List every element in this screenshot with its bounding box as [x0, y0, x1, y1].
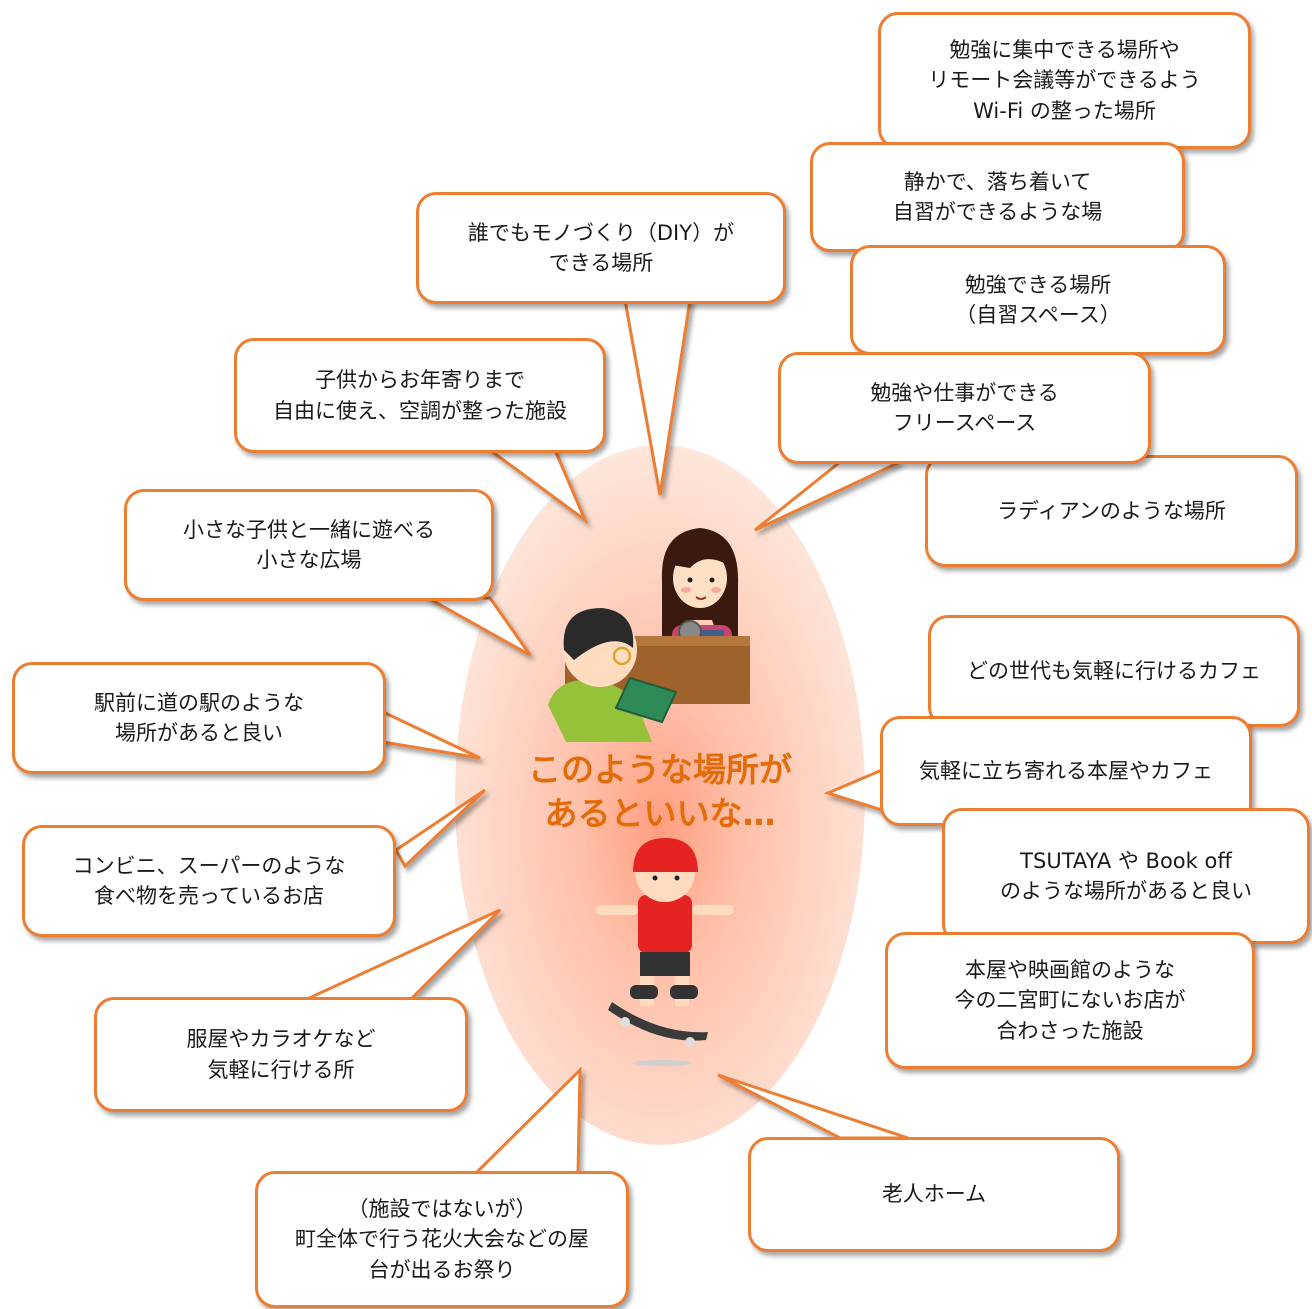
bubble-cafe-all: どの世代も気軽に行けるカフェ	[928, 615, 1300, 727]
center-title: このような場所が あるといいな…	[528, 750, 792, 833]
bubble-elderly: 老人ホーム	[748, 1137, 1120, 1252]
skateboarder-illustration	[596, 838, 734, 1066]
student-illustration	[548, 608, 678, 742]
bubble-clothes: 服屋やカラオケなど 気軽に行ける所	[94, 997, 468, 1112]
tail-all-ages	[485, 448, 589, 525]
center-oval	[455, 445, 865, 1145]
bubble-combined: 本屋や映画館のような 今の二宮町にないお店が 合わさった施設	[885, 932, 1255, 1069]
bubble-tsutaya: TSUTAYA や Book off のような場所があると良い	[942, 808, 1310, 944]
bubble-michinoeki: 駅前に道の駅のような 場所があると良い	[12, 662, 386, 774]
bubble-radian: ラディアンのような場所	[925, 455, 1298, 567]
tail-festival	[471, 1066, 582, 1176]
bubble-all-ages: 子供からお年寄りまで 自由に使え、空調が整った施設	[234, 338, 606, 453]
bubble-convenience: コンビニ、スーパーのような 食べ物を売っているお店	[22, 825, 396, 937]
bubble-festival: （施設ではないが） 町全体で行う花火大会などの屋 台が出るお祭り	[255, 1171, 629, 1308]
bubble-freespace: 勉強や仕事ができる フリースペース	[778, 352, 1151, 464]
bubble-bookcafe: 気軽に立ち寄れる本屋やカフェ	[880, 716, 1252, 826]
tail-convenience	[394, 788, 487, 869]
librarian-illustration	[565, 528, 750, 704]
bubble-diy: 誰でもモノづくり（DIY）が できる場所	[416, 192, 786, 304]
bubble-kids-plaza: 小さな子供と一緒に遊べる 小さな広場	[124, 489, 494, 601]
bubble-study: 勉強できる場所 （自習スペース）	[850, 245, 1226, 355]
tail-freespace	[754, 460, 901, 532]
bubble-wifi: 勉強に集中できる場所や リモート会議等ができるよう Wi-Fi の整った場所	[878, 12, 1251, 149]
bubble-quiet: 静かで、落ち着いて 自習ができるような場	[810, 142, 1185, 252]
